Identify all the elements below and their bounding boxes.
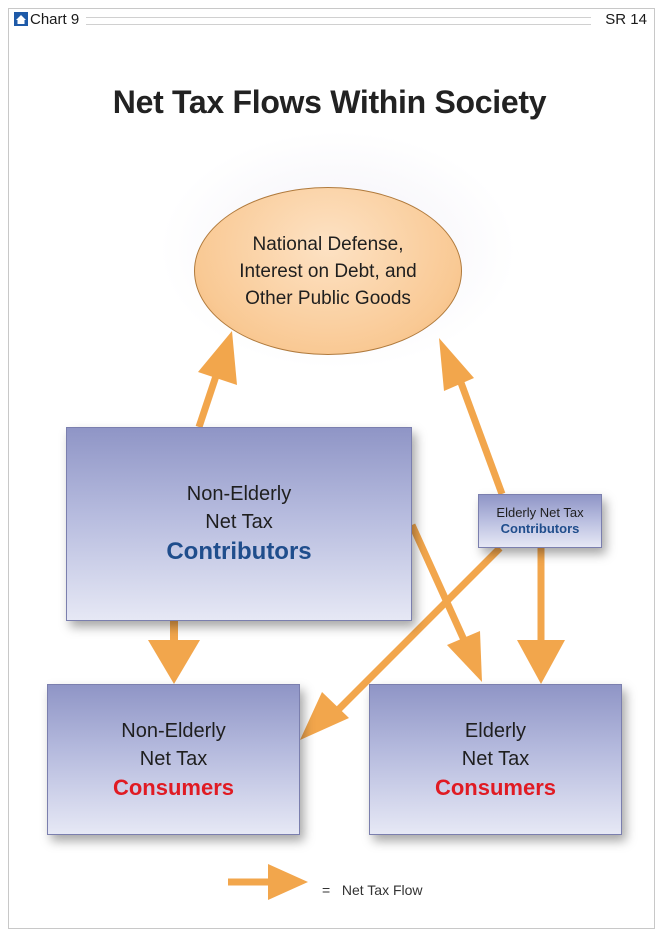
box-label-line: Net Tax [461,747,530,770]
house-icon [14,12,28,26]
public-goods-ellipse: National Defense, Interest on Debt, and … [194,187,462,355]
legend-equals: = [322,882,331,898]
arrow-contributors-to-ne-consumers [148,621,200,684]
box-label-line: Elderly [464,719,527,742]
non-elderly-consumers-box: Non-Elderly Net Tax Consumers [47,684,300,835]
sr-number-label: SR 14 [605,11,647,28]
legend-arrow-icon [228,864,308,900]
arrow-contributors-to-elderly-consumers [408,523,482,682]
box-label-line: Non-Elderly [186,483,292,505]
public-goods-line-3: Other Public Goods [245,287,411,309]
public-goods-line-1: National Defense, [252,233,404,255]
elderly-consumers-box: Elderly Net Tax Consumers [369,684,622,835]
arrow-elderly-contributors-to-ne-consumers [300,545,503,740]
box-label-line: Net Tax [205,511,273,533]
box-label-line: Net Tax [139,747,208,770]
chart-header: Chart 9 SR 14 [8,8,655,32]
box-label-line: Elderly Net Tax [496,505,584,520]
chart-number-label: Chart 9 [30,11,80,28]
arrow-contributors-to-public-goods [195,331,237,429]
non-elderly-contributors-box: Non-Elderly Net Tax Contributors [66,427,412,621]
box-label-line: Non-Elderly [121,719,226,742]
contributors-label: Contributors [166,538,312,565]
contributors-label: Contributors [500,521,580,536]
arrow-elderly-contributors-to-public-goods [439,338,506,496]
elderly-contributors-box: Elderly Net Tax Contributors [478,494,602,548]
page-title: Net Tax Flows Within Society [112,84,547,120]
public-goods-line-2: Interest on Debt, and [239,260,417,282]
consumers-label: Consumers [434,774,557,800]
legend-label: = Net Tax Flow [322,882,423,898]
consumers-label: Consumers [112,774,235,800]
arrow-elderly-contributors-to-elderly-consumers [517,548,565,684]
legend-text: Net Tax Flow [341,882,423,898]
header-rule [86,17,591,25]
